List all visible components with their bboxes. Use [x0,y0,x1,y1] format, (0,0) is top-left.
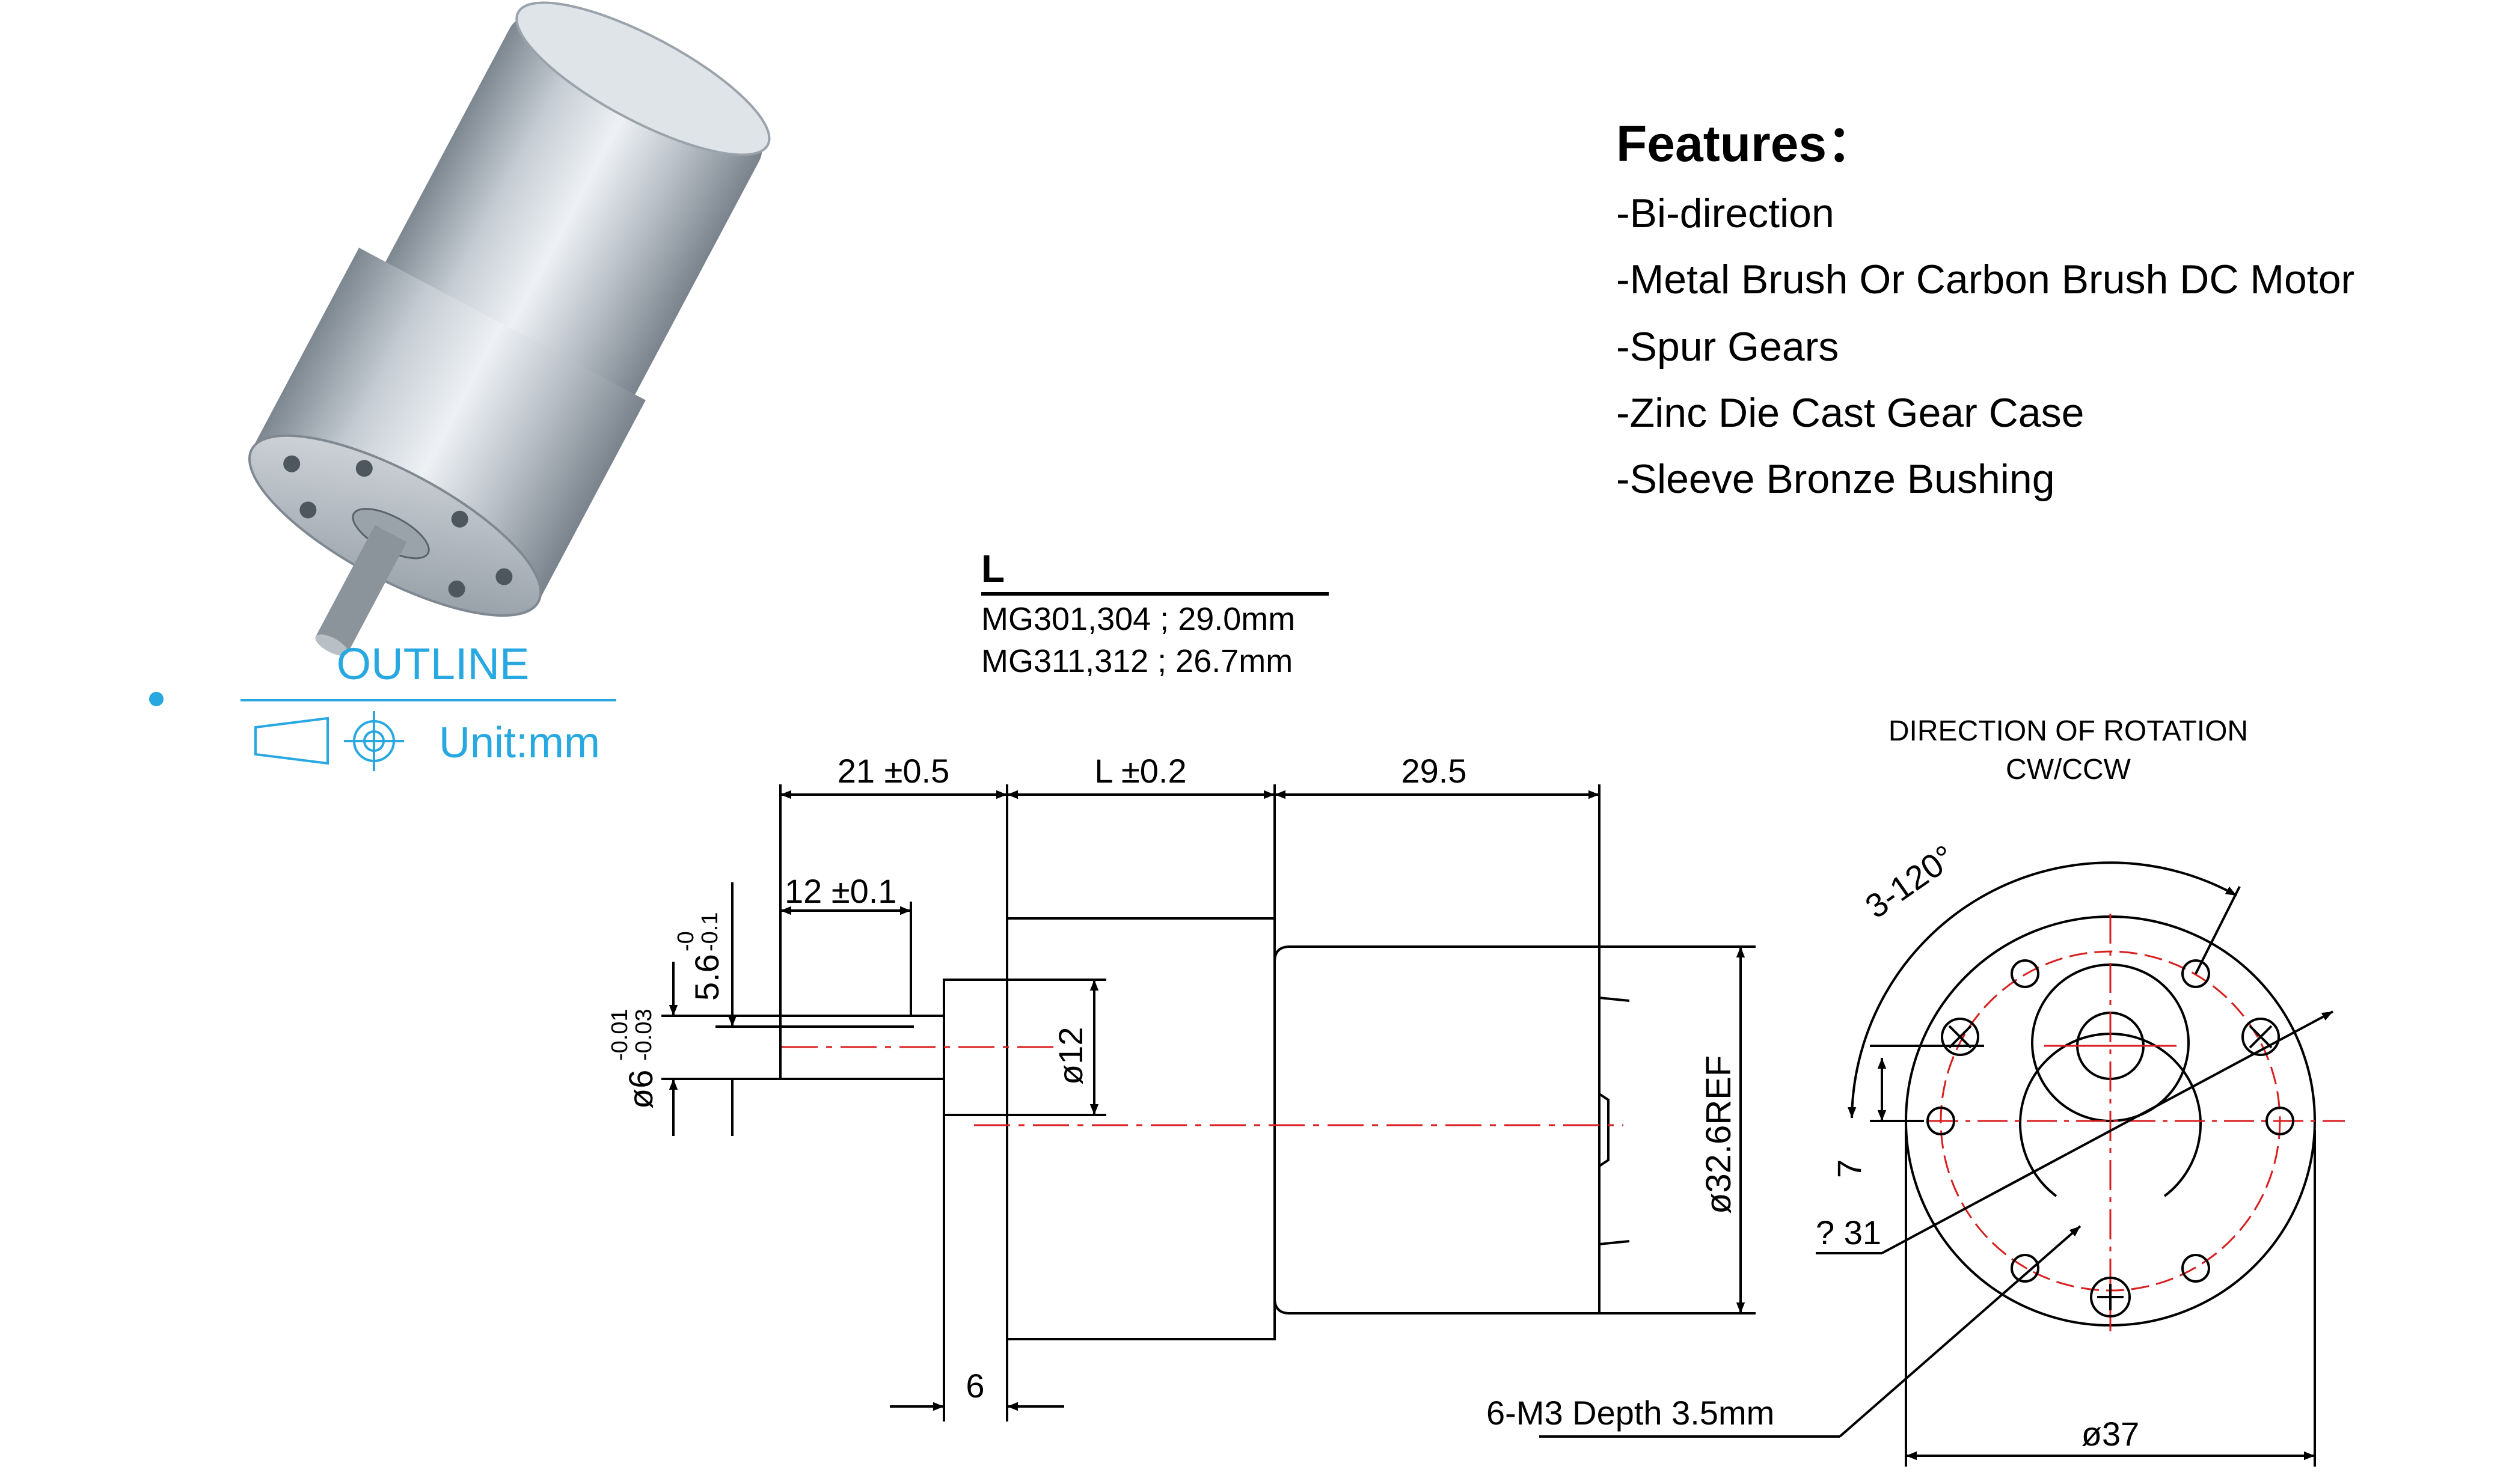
dim-shaft-diameter-tol-bottom: -0.03 [631,1009,657,1061]
rotation-title: DIRECTION OF ROTATION [1888,715,2248,747]
projection-symbol-icon [254,711,404,771]
dim-offset: 7 [1830,1159,1868,1178]
length-row: MG301,304 ; 29.0mm [981,601,1295,637]
dim-flat-height-tol-bottom: -0.1 [697,912,723,951]
feature-item: -Spur Gears [1616,324,1839,370]
dim-boss-diameter: ø12 [1052,1027,1089,1086]
feature-item: -Zinc Die Cast Gear Case [1616,390,2084,436]
feature-item: -Metal Brush Or Carbon Brush DC Motor [1616,257,2354,302]
dim-angle: 3-120° [1858,837,1962,926]
dim-body-length: L ±0.2 [1094,752,1186,790]
feature-item: -Bi-direction [1616,191,1834,236]
front-view-drawing [1539,861,2345,1467]
features-title: Features： [1616,115,1877,172]
dim-boss-height: 6 [966,1367,984,1405]
dim-holes: 6-M3 Depth 3.5mm [1486,1394,1774,1432]
dim-shaft-diameter: ø6 [622,1070,660,1109]
bullet-dot [149,692,164,706]
dim-case-diameter: ø37 [2081,1415,2140,1453]
length-row: MG311,312 ; 26.7mm [981,643,1293,679]
dim-flat-length: 12 ±0.1 [785,872,896,910]
side-view-labels: 21 ±0.5 L ±0.2 29.5 12 ±0.1 6 5.6 -0 -0.… [607,752,1738,1405]
outline-section: OUTLINE Unit:mm [149,639,616,771]
dim-motor-diameter: ø32.6REF [1699,1055,1738,1214]
rotation-heading: DIRECTION OF ROTATION CW/CCW [1888,715,2248,786]
side-view-drawing [661,784,1756,1421]
length-table-header: L [981,547,1005,590]
feature-item: -Sleeve Bronze Bushing [1616,456,2055,502]
front-view-labels: 3-120° 7 ? 31 6-M3 Depth 3.5mm ø37 [1486,837,2139,1453]
dim-shaft-length: 21 ±0.5 [838,752,949,790]
unit-label: Unit:mm [439,719,600,767]
dim-motor-length: 29.5 [1401,752,1467,790]
dim-pcd: ? 31 [1816,1214,1881,1251]
length-table: L MG301,304 ; 29.0mm MG311,312 ; 26.7mm [981,547,1329,679]
rotation-subtitle: CW/CCW [2006,754,2131,786]
features-list: Features： -Bi-direction -Metal Brush Or … [1616,115,2354,502]
gear-motor-photo [248,1,771,656]
dim-shaft-diameter-tol-top: -0.01 [607,1009,633,1061]
dim-flat-height-tol-top: -0 [673,931,699,951]
dim-flat-height: 5.6 [688,954,726,1001]
outline-title: OUTLINE [337,639,530,689]
